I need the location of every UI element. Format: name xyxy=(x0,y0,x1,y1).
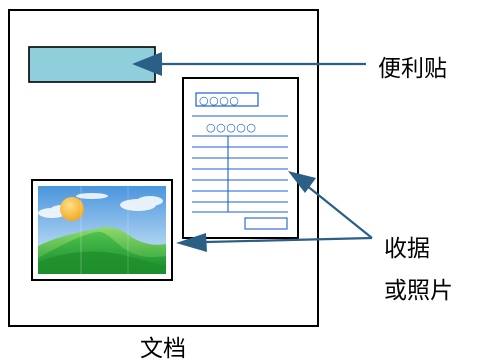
receipt-mark-row2: ○○○○○ xyxy=(206,121,257,134)
sticky-note-arrow xyxy=(132,52,366,76)
photo-arrow xyxy=(176,233,373,252)
label-receipt-line1: 收据 xyxy=(384,236,430,262)
receipt-lines xyxy=(192,115,288,230)
label-sticky-note: 便利贴 xyxy=(378,56,447,82)
receipt-arrow xyxy=(288,171,373,239)
photo xyxy=(31,179,173,281)
label-receipt-line2: 或照片 xyxy=(384,278,453,304)
receipt: ○○○○ ○○○○○ xyxy=(182,77,299,239)
label-document: 文档 xyxy=(140,336,186,362)
receipt-mark-row1: ○○○○ xyxy=(199,94,239,107)
sun-icon xyxy=(60,197,84,221)
